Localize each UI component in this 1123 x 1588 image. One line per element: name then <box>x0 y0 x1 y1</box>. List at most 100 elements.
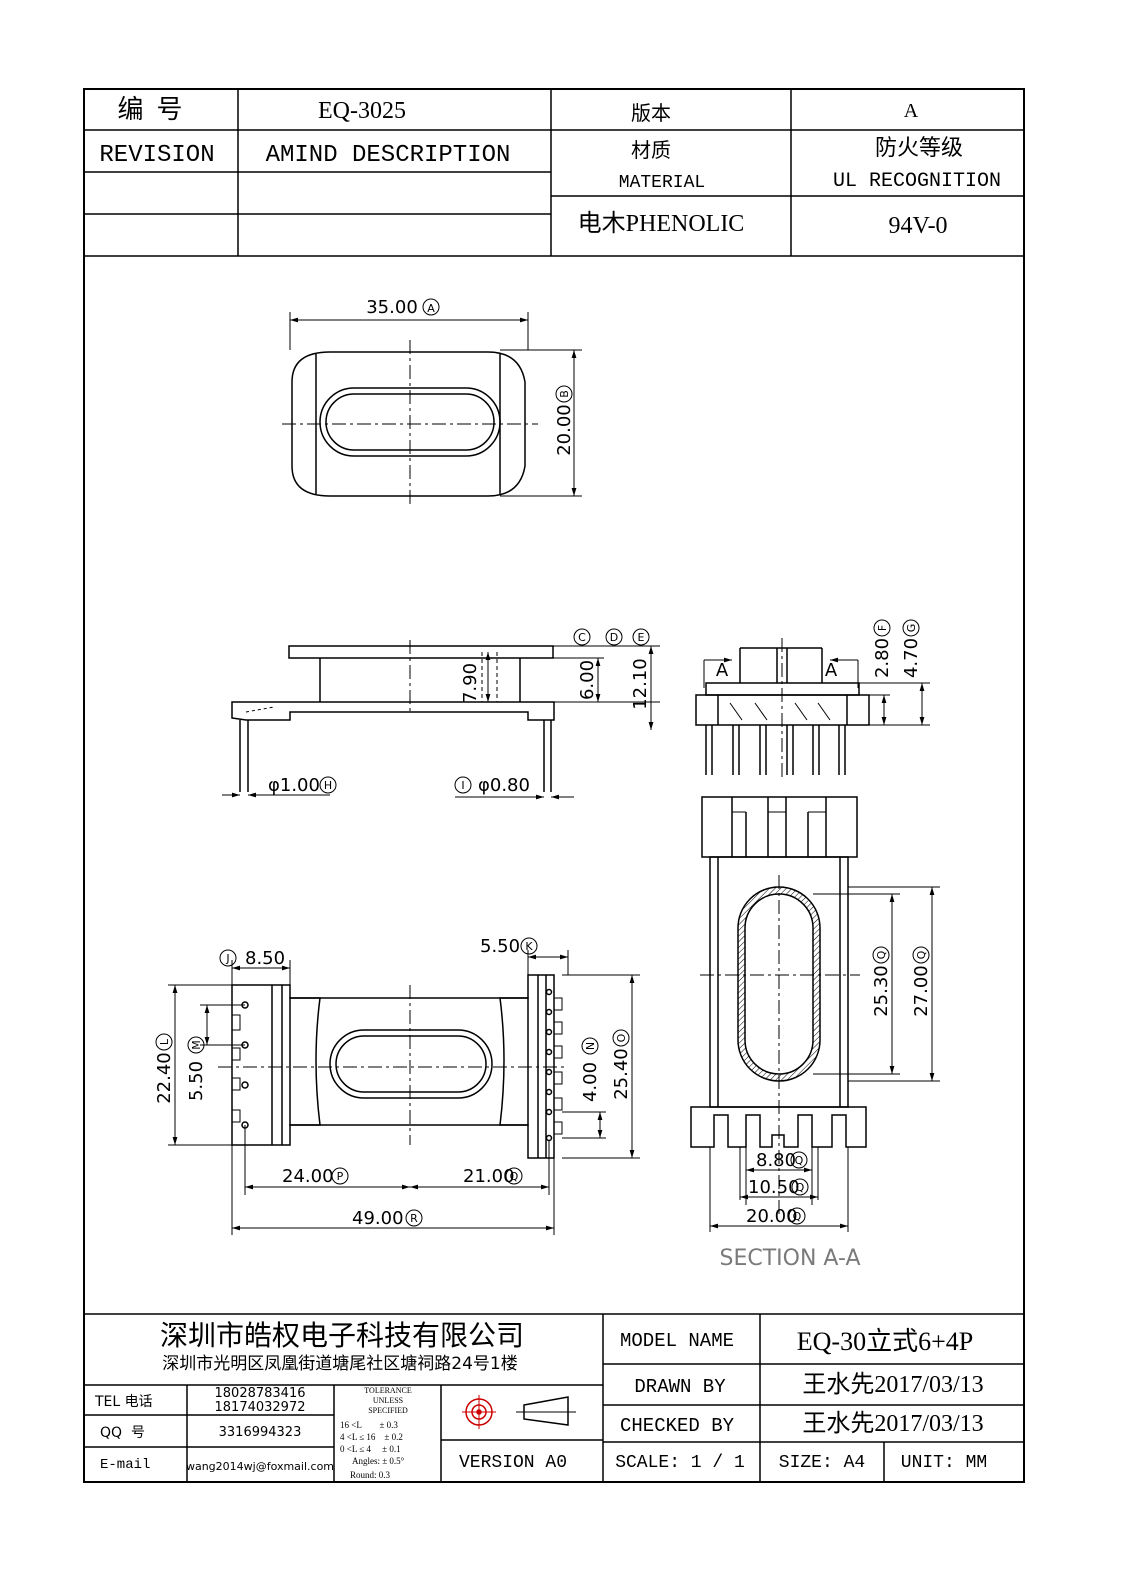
dim-27-00: 27.00 <box>911 965 932 1017</box>
company-address: 深圳市光明区凤凰街道塘尾社区塘祠路24号1楼 <box>162 1354 517 1374</box>
dim-7-90: 7.90 <box>460 663 481 703</box>
dim-24-00: 24.00 <box>282 1166 334 1187</box>
dim-2-80: 2.80 <box>872 638 893 678</box>
tag-i: I <box>461 779 464 792</box>
end-view <box>695 638 930 780</box>
tag-q-inner: Q <box>875 950 888 959</box>
tol-row-4: Angles: ± 0.5° <box>352 1456 405 1466</box>
dim-35: 35.00 <box>366 297 418 318</box>
end-view-labels: A A 2.80 F 4.70 G <box>716 619 922 681</box>
tag-f: F <box>876 625 889 631</box>
side-view <box>222 640 660 800</box>
dim-8-50: 8.50 <box>245 948 285 969</box>
dim-10-50: 10.50 <box>748 1177 800 1198</box>
section-marker-right: A <box>825 660 838 681</box>
dim-20-00-sec: 20.00 <box>746 1206 798 1227</box>
drawn-label: DRAWN BY <box>634 1376 726 1398</box>
projection-symbol-icon <box>462 1395 496 1429</box>
dim-6-00: 6.00 <box>577 660 598 700</box>
tel-label: TEL 电话 <box>94 1394 153 1410</box>
tol-row-2: 4 <L ≤ 16 ± 0.2 <box>340 1432 403 1442</box>
tag-l: L <box>158 1038 171 1045</box>
header-text: 编 号 EQ-3025 版本 A REVISION AMIND DESCRIPT… <box>99 95 1001 239</box>
dim-21-00: 21.00 <box>463 1166 515 1187</box>
model-label: MODEL NAME <box>620 1330 734 1352</box>
section-view-labels: 25.30 Q 27.00 Q 8.80 Q 10.50 Q 20.00 Q S… <box>720 946 932 1271</box>
dim-25-30: 25.30 <box>871 965 892 1017</box>
material-label-en: MATERIAL <box>619 173 705 193</box>
tag-j: J <box>225 952 229 965</box>
tag-q-w2: Q <box>796 1181 805 1194</box>
qq-label: QQ 号 <box>100 1425 145 1441</box>
tag-q-w1: Q <box>795 1154 804 1167</box>
email-label: E-mail <box>100 1457 150 1473</box>
tag-n: N <box>584 1042 597 1050</box>
tag-k: K <box>525 940 533 953</box>
section-label: SECTION A-A <box>720 1246 861 1271</box>
material-value: 电木PHENOLIC <box>578 210 745 237</box>
title-block-grid <box>84 1313 1024 1482</box>
revision-label: REVISION <box>99 142 214 169</box>
unit-label: UNIT: MM <box>901 1453 987 1473</box>
top-view-labels: 35.00 A 20.00 B <box>366 297 575 456</box>
dim-4-00: 4.00 <box>580 1062 601 1102</box>
tol-row-5: Round: 0.3 <box>350 1470 391 1480</box>
material-label-cn: 材质 <box>631 139 671 162</box>
model-value: EQ-30立式6+4P <box>797 1327 973 1356</box>
tag-p: P <box>337 1170 344 1183</box>
tag-g: G <box>905 624 918 633</box>
tag-r: R <box>410 1212 418 1225</box>
tag-q: Q <box>510 1170 519 1183</box>
fire-label-en: UL RECOGNITION <box>833 170 1001 193</box>
tag-q-outer: Q <box>915 950 928 959</box>
section-view <box>690 796 940 1232</box>
tol-row-1: 16 <L ± 0.3 <box>340 1420 398 1430</box>
tel-2: 18174032972 <box>215 1400 306 1415</box>
tol-title-2: UNLESS <box>373 1396 403 1405</box>
version-label: 版本 <box>631 102 671 125</box>
tol-title-3: SPECIFIED <box>368 1406 408 1415</box>
tol-title-1: TOLERANCE <box>364 1386 412 1395</box>
dim-49-00: 49.00 <box>352 1208 404 1229</box>
number-label: 编 号 <box>117 95 182 124</box>
company-name: 深圳市皓权电子科技有限公司 <box>160 1319 524 1352</box>
email-value: wang2014wj@foxmail.com <box>186 1460 334 1473</box>
dim-5-50-top: 5.50 <box>480 936 520 957</box>
scale-label: SCALE: 1 / 1 <box>615 1453 745 1473</box>
checked-value: 王水先2017/03/13 <box>802 1410 983 1437</box>
tag-m: M <box>190 1040 203 1050</box>
drawn-value: 王水先2017/03/13 <box>802 1371 983 1398</box>
tag-q-w3: Q <box>793 1210 802 1223</box>
dim-pin-1: φ1.00 <box>268 775 320 796</box>
tag-h: H <box>324 779 332 792</box>
dim-22-40: 22.40 <box>154 1052 175 1104</box>
amend-label: AMIND DESCRIPTION <box>266 142 511 169</box>
tol-row-3: 0 <L ≤ 4 ± 0.1 <box>340 1444 401 1454</box>
dim-20: 20.00 <box>554 404 575 456</box>
dim-4-70: 4.70 <box>901 638 922 678</box>
checked-label: CHECKED BY <box>620 1415 735 1437</box>
section-marker-left: A <box>716 660 729 681</box>
side-view-labels: C D E 7.90 6.00 12.10 φ1.00 H I φ0.80 <box>268 628 651 796</box>
fire-value: 94V-0 <box>888 213 947 239</box>
version-a0: VERSION A0 <box>459 1453 567 1473</box>
tag-b: B <box>558 390 571 398</box>
qq-value: 3316994323 <box>219 1425 302 1440</box>
size-label: SIZE: A4 <box>779 1453 865 1473</box>
dim-5-50-left: 5.50 <box>186 1061 207 1101</box>
header-table <box>84 89 1024 257</box>
tag-o: O <box>615 1033 628 1042</box>
dim-pin-2: φ0.80 <box>478 775 530 796</box>
title-block-text: 深圳市皓权电子科技有限公司 深圳市光明区凤凰街道塘尾社区塘祠路24号1楼 TEL… <box>94 1319 987 1480</box>
tag-e: E <box>638 631 645 644</box>
number-value: EQ-3025 <box>318 98 406 124</box>
tag-a: A <box>427 302 435 315</box>
dim-25-40: 25.40 <box>611 1048 632 1100</box>
bottom-view-labels: J 8.50 5.50 K 22.40 L 5.50 M 4.00 N 25.4… <box>154 936 632 1229</box>
dim-8-80: 8.80 <box>756 1150 796 1171</box>
version-value: A <box>904 100 919 122</box>
bottom-view <box>168 950 640 1235</box>
dim-12-10: 12.10 <box>630 658 651 710</box>
tel-1: 18028783416 <box>215 1386 306 1401</box>
